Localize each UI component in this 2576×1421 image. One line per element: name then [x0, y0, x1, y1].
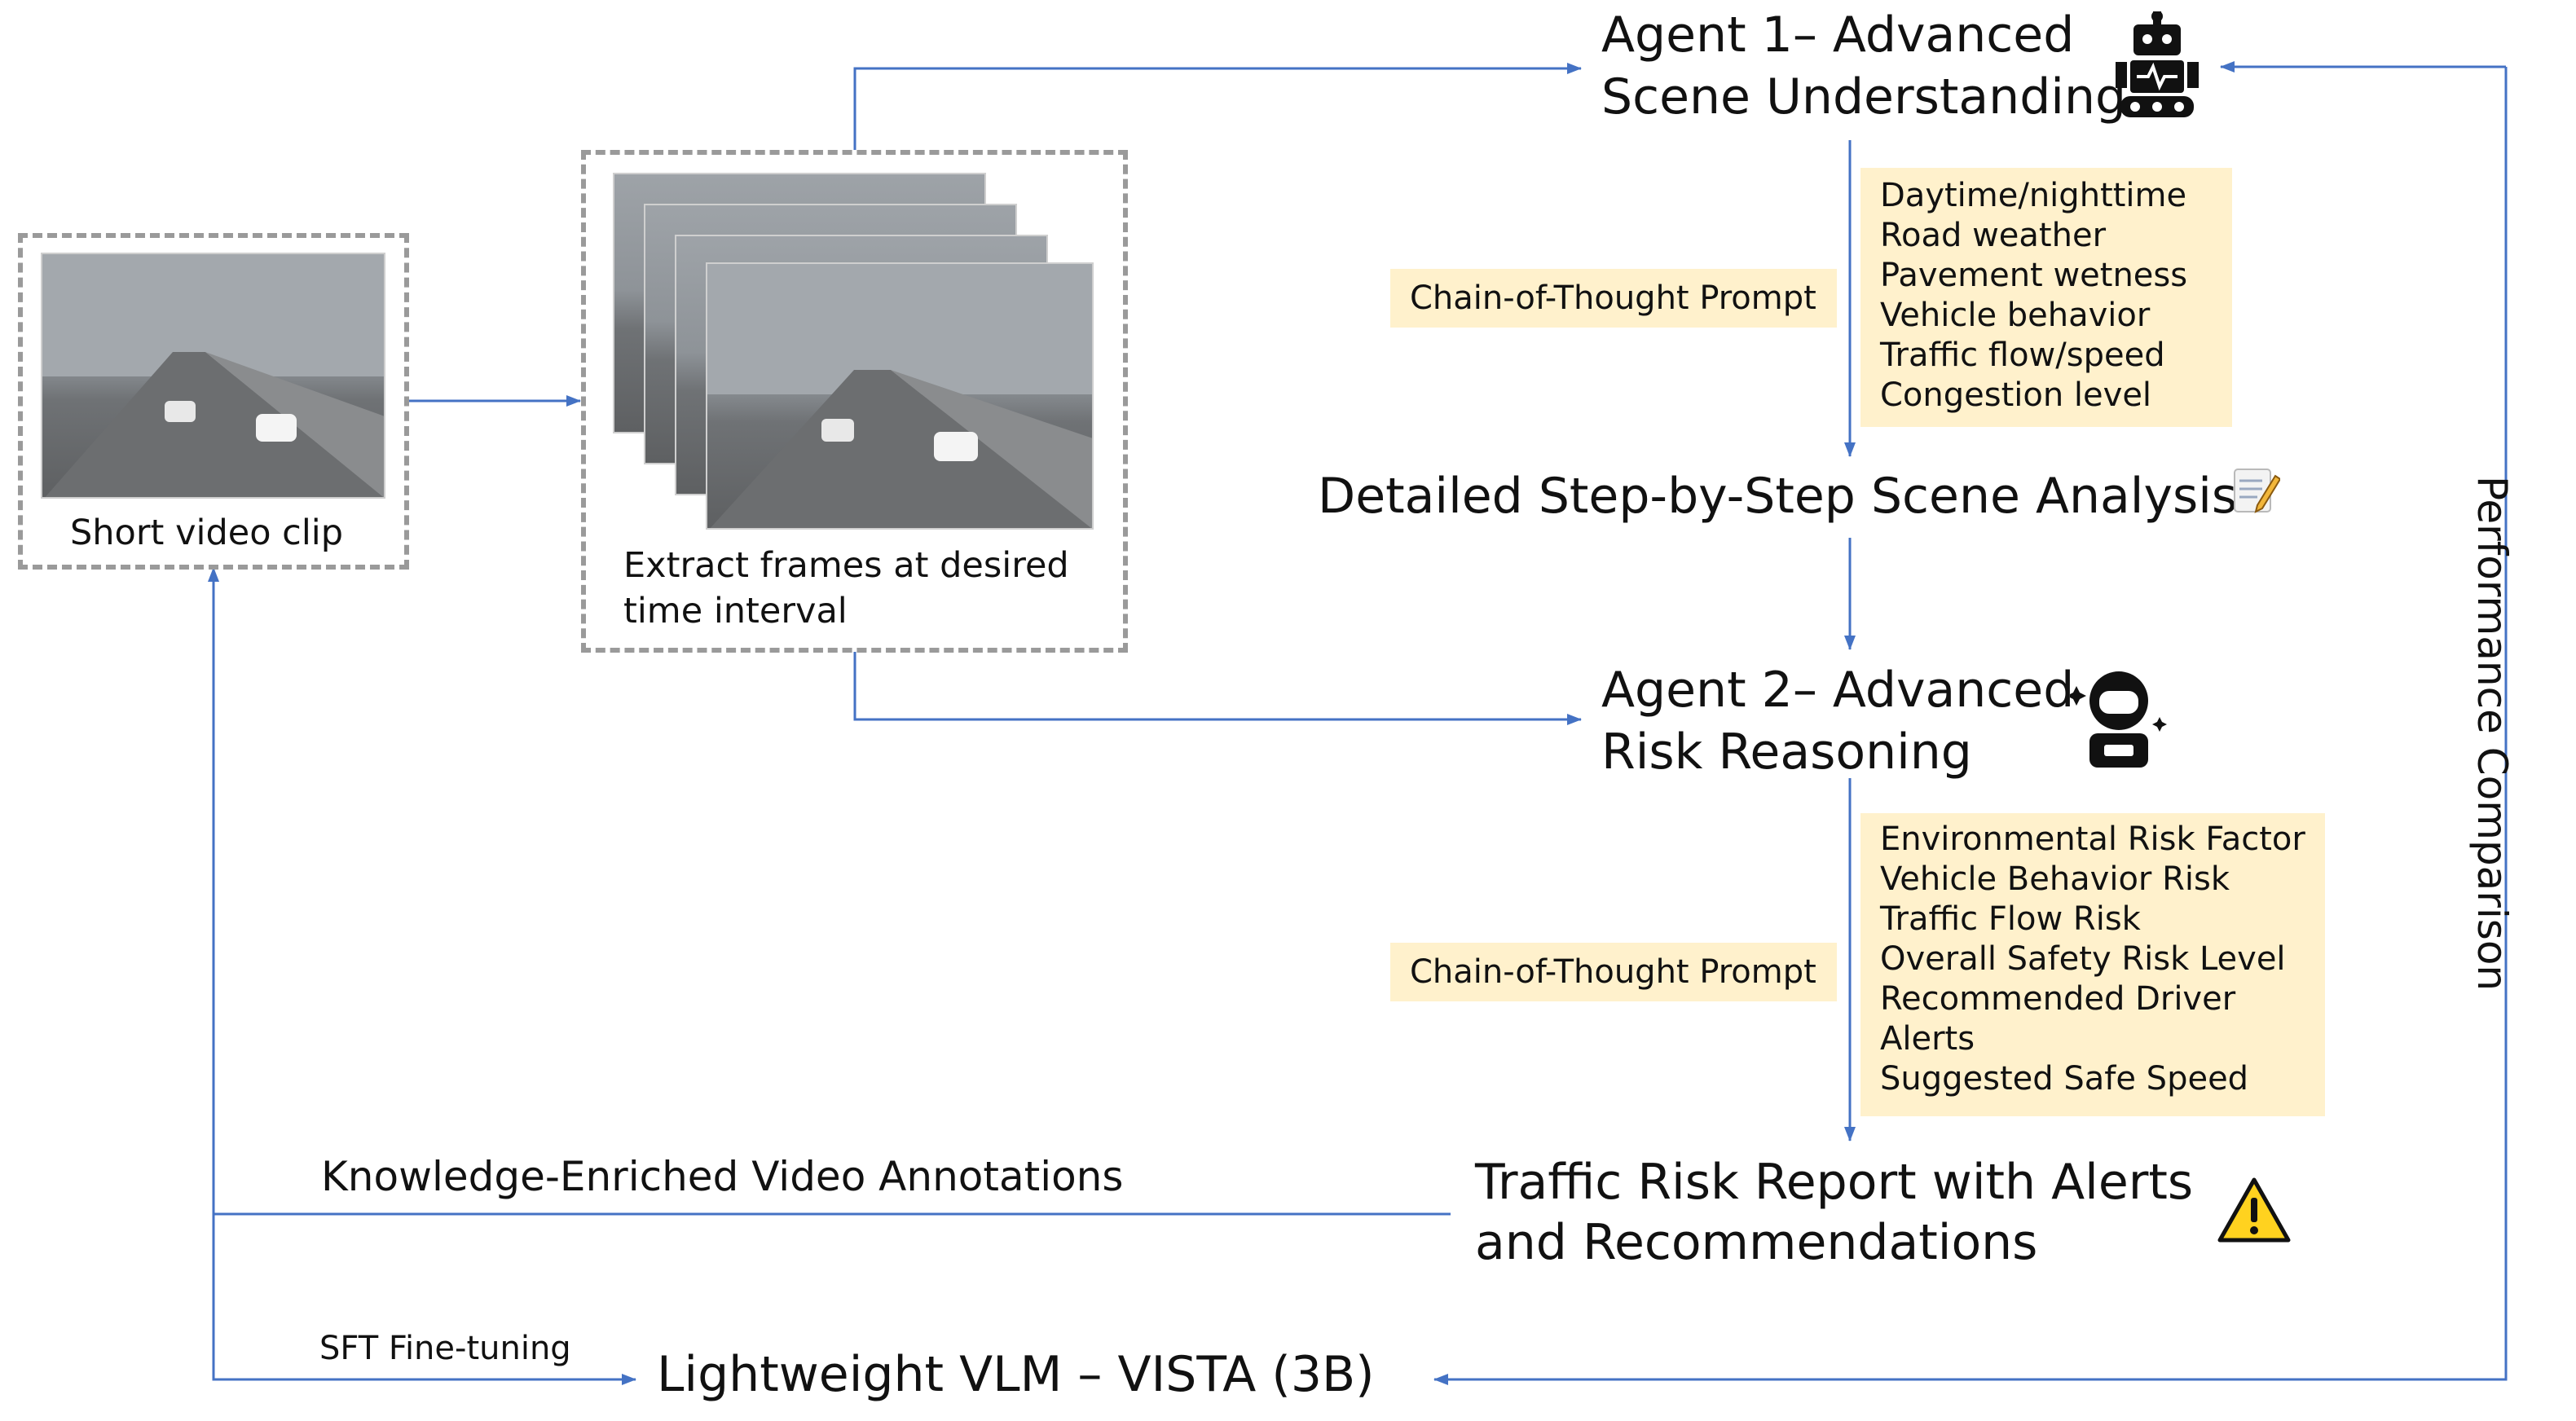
scene-factor-item: Congestion level: [1880, 376, 2152, 414]
frame-4: [706, 262, 1094, 530]
arrow-frames-to-agent2: [853, 652, 1582, 725]
frames-label-line1: Extract frames at desired: [623, 545, 1069, 586]
frames-label-line2: time interval: [623, 591, 848, 631]
astronaut-icon: [2070, 671, 2167, 768]
scene-factor-item: Traffic flow/speed: [1880, 337, 2165, 374]
scene-factor-item: Road weather: [1880, 217, 2107, 254]
risk-factor-item: Vehicle Behavior Risk: [1880, 860, 2230, 898]
scene-factor-item: Pavement wetness: [1880, 257, 2188, 294]
arrow-sft-to-vlm: [212, 1214, 636, 1385]
risk-factor-item: Suggested Safe Speed: [1880, 1060, 2249, 1098]
risk-factor-item: Recommended Driver: [1880, 980, 2236, 1018]
risk-factor-item: Environmental Risk Factor: [1880, 820, 2305, 858]
chain-of-thought-prompt-1: Chain-of-Thought Prompt: [1390, 269, 1837, 328]
risk-factor-item: Alerts: [1880, 1020, 1975, 1058]
scene-factors-note: Daytime/nighttime Road weather Pavement …: [1860, 168, 2232, 427]
scene-analysis-label: Detailed Step-by-Step Scene Analysis: [1318, 468, 2238, 525]
frames-box: [581, 150, 1128, 653]
video-clip-box: [18, 233, 409, 570]
annotations-label: Knowledge-Enriched Video Annotations: [321, 1153, 1124, 1200]
vlm-label: Lightweight VLM – VISTA (3B): [657, 1346, 1375, 1403]
sft-label: SFT Fine-tuning: [319, 1330, 571, 1367]
memo-icon: [2234, 469, 2280, 513]
video-clip-thumbnail: [41, 253, 385, 499]
performance-label: Performance Comparison: [2468, 476, 2516, 992]
arrow-performance-to-agent1: [1433, 67, 2508, 1385]
scene-factor-item: Vehicle behavior: [1880, 297, 2151, 334]
risk-report-line2: and Recommendations: [1475, 1214, 2038, 1271]
arrow-annotations-to-clip: [208, 567, 1451, 1216]
arrow-frames-to-agent1: [853, 63, 1582, 150]
agent2-title-line1: Agent 2– Advanced: [1601, 662, 2075, 719]
robot-icon: [2116, 11, 2199, 117]
warning-icon: [2217, 1177, 2291, 1243]
scene-factor-item: Daytime/nighttime: [1880, 177, 2187, 214]
video-clip-label: Short video clip: [70, 513, 344, 553]
agent2-title-line2: Risk Reasoning: [1601, 724, 1972, 781]
agent1-title-line2: Scene Understanding: [1601, 68, 2127, 125]
risk-factor-item: Overall Safety Risk Level: [1880, 940, 2286, 978]
agent1-title-line1: Agent 1– Advanced: [1601, 7, 2075, 64]
chain-of-thought-prompt-2: Chain-of-Thought Prompt: [1390, 943, 1837, 1001]
risk-report-line1: Traffic Risk Report with Alerts: [1475, 1154, 2194, 1211]
risk-factors-note: Environmental Risk Factor Vehicle Behavi…: [1860, 813, 2325, 1116]
risk-factor-item: Traffic Flow Risk: [1880, 900, 2141, 938]
